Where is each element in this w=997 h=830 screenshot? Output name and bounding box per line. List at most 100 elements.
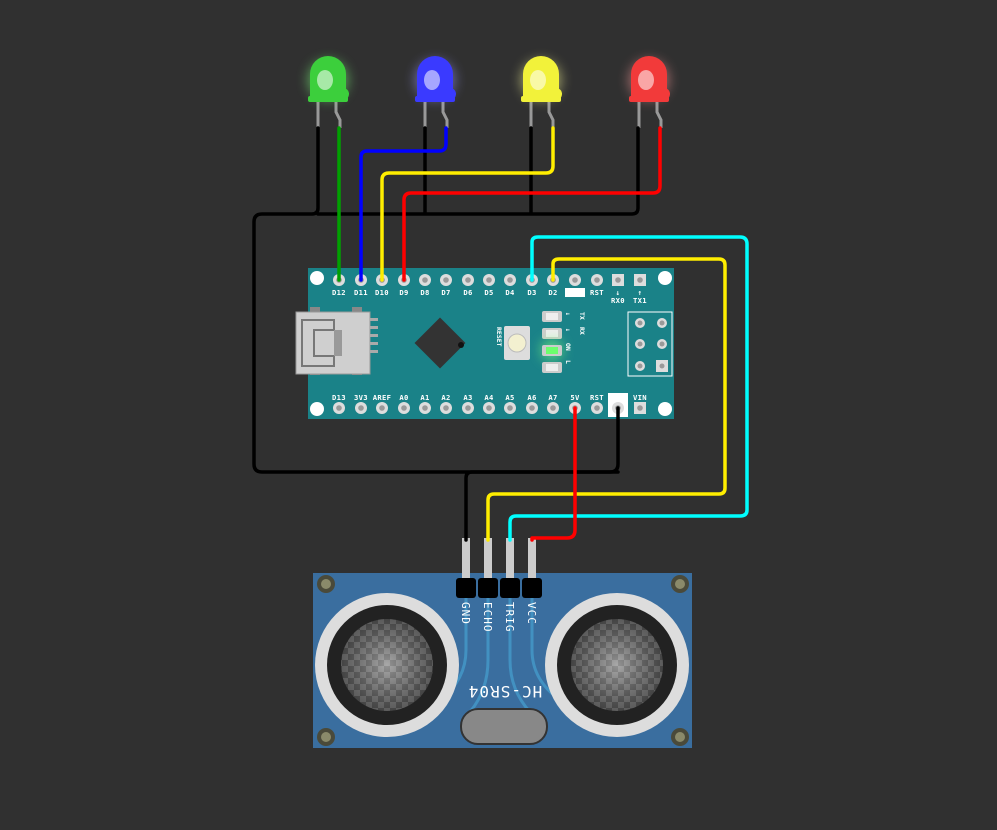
reset-button[interactable] — [504, 326, 530, 360]
pin-bottom-rst[interactable]: RST — [590, 393, 604, 414]
pin-label: D8 — [420, 288, 429, 297]
pin-label: 5V — [570, 393, 580, 402]
sonar-pin-label: GND — [459, 602, 472, 625]
pin-label: GND — [568, 288, 582, 297]
mount-hole — [310, 271, 324, 285]
sonar-pin-header: GND ECHO TRIG VCC — [456, 538, 542, 633]
led-green — [308, 56, 349, 128]
pin-top-rx0[interactable]: RX0↓ — [611, 274, 625, 305]
led-blue — [415, 56, 456, 128]
sonar-transducer-left — [315, 593, 459, 737]
pin-label: TX1 — [633, 296, 647, 305]
sonar-pin-label: ECHO — [481, 602, 494, 633]
pin-label: D11 — [354, 288, 368, 297]
pin-top-d8[interactable]: D8 — [419, 274, 431, 297]
pin-label: A0 — [399, 393, 408, 402]
pin-label: D3 — [527, 288, 536, 297]
wires — [252, 126, 749, 542]
pin-label: D6 — [463, 288, 472, 297]
smd-leds — [541, 311, 563, 373]
pin-bottom-a2[interactable]: A2 — [440, 393, 452, 414]
pin-label: D13 — [332, 393, 346, 402]
pin-top-d6[interactable]: D6 — [462, 274, 474, 297]
pin-top-d7[interactable]: D7 — [440, 274, 452, 297]
wire-yellow-led — [380, 126, 555, 282]
pin-label: RST — [590, 393, 604, 402]
sonar-pin-vcc[interactable]: VCC — [522, 538, 542, 625]
pin-label: D12 — [332, 288, 346, 297]
sonar-pin-gnd[interactable]: GND — [456, 538, 476, 625]
pin-label: A1 — [420, 393, 429, 402]
sonar-crystal — [460, 708, 548, 745]
pin-bottom-a0[interactable]: A0 — [398, 393, 410, 414]
reset-label: RESET — [495, 327, 503, 347]
sonar-pin-trig[interactable]: TRIG — [500, 538, 520, 633]
arrow-down-icon: ↓ — [616, 288, 621, 297]
wire-vcc — [530, 406, 577, 542]
pin-label: D4 — [505, 288, 514, 297]
pin-label: D7 — [441, 288, 450, 297]
mount-hole — [310, 402, 324, 416]
led-label-on: ON — [564, 343, 572, 351]
hc-sr04-sensor: HC-SR04 GND ECHO TRIG VCC — [313, 538, 692, 748]
pin-top-tx1[interactable]: TX1↑ — [633, 274, 647, 305]
pin-label: A5 — [505, 393, 514, 402]
pin-label: D5 — [484, 288, 493, 297]
pin-bottom-a6[interactable]: A6 — [526, 393, 538, 414]
sonar-transducer-right — [545, 593, 689, 737]
sonar-corner-holes — [317, 575, 689, 746]
pin-label: D9 — [399, 288, 408, 297]
pin-bottom-a3[interactable]: A3 — [462, 393, 474, 414]
pin-top-rst[interactable]: RST — [590, 274, 604, 297]
sonar-model-label: HC-SR04 — [468, 682, 542, 701]
pin-top-d4[interactable]: D4 — [504, 274, 516, 297]
pin-label: D10 — [375, 288, 389, 297]
pin-bottom-3v3[interactable]: 3V3 — [354, 393, 368, 414]
pin-bottom-a1[interactable]: A1 — [419, 393, 431, 414]
pin-bottom-vin[interactable]: VIN — [633, 393, 647, 414]
pin-label: 3V3 — [354, 393, 368, 402]
wire-sonar-gnd — [464, 470, 620, 542]
icsp-header — [627, 311, 673, 377]
pin-bottom-a5[interactable]: A5 — [504, 393, 516, 414]
wire-blue-led — [359, 126, 448, 282]
wire-echo — [486, 257, 727, 542]
led-yellow — [521, 56, 562, 128]
pin-bottom-a4[interactable]: A4 — [483, 393, 495, 414]
mount-hole — [658, 402, 672, 416]
mount-hole — [658, 271, 672, 285]
pin-label: A7 — [548, 393, 557, 402]
pin-label: GND — [611, 393, 625, 402]
pin-bottom-aref[interactable]: AREF — [373, 393, 392, 414]
pin-bottom-a7[interactable]: A7 — [547, 393, 559, 414]
pin-label: A4 — [484, 393, 493, 402]
top-pin-header: D12 D11 D10 D9 D8 D7 D6 D5 D4 D3 D2 GND RST RX0↓ TX1↑ — [332, 274, 647, 305]
arrow-icon: ↓ — [564, 312, 572, 316]
pin-top-d5[interactable]: D5 — [483, 274, 495, 297]
led-label-tx: TX — [578, 312, 586, 320]
pin-label: D2 — [548, 288, 557, 297]
pin-label: RST — [590, 288, 604, 297]
arrow-up-icon: ↑ — [638, 288, 643, 297]
led-label-l: L — [564, 360, 572, 364]
sonar-pin-label: TRIG — [503, 602, 516, 633]
pin-bottom-d13[interactable]: D13 — [332, 393, 346, 414]
sonar-pin-echo[interactable]: ECHO — [478, 538, 498, 633]
pin-label: A2 — [441, 393, 450, 402]
led-group — [308, 56, 670, 128]
pin-label: A6 — [527, 393, 536, 402]
pin-bottom-gnd[interactable]: GND — [608, 393, 628, 417]
arrow-icon: ↓ — [564, 328, 572, 332]
led-red — [629, 56, 670, 128]
pin-label: VIN — [633, 393, 647, 402]
pin-top-gnd[interactable]: GND — [565, 274, 585, 297]
pin-label: AREF — [373, 393, 392, 402]
wire-red-led — [402, 126, 662, 282]
pin-label: A3 — [463, 393, 472, 402]
pin-label: RX0 — [611, 296, 625, 305]
wire-ground-bus — [252, 126, 640, 474]
usb-connector — [295, 307, 378, 375]
